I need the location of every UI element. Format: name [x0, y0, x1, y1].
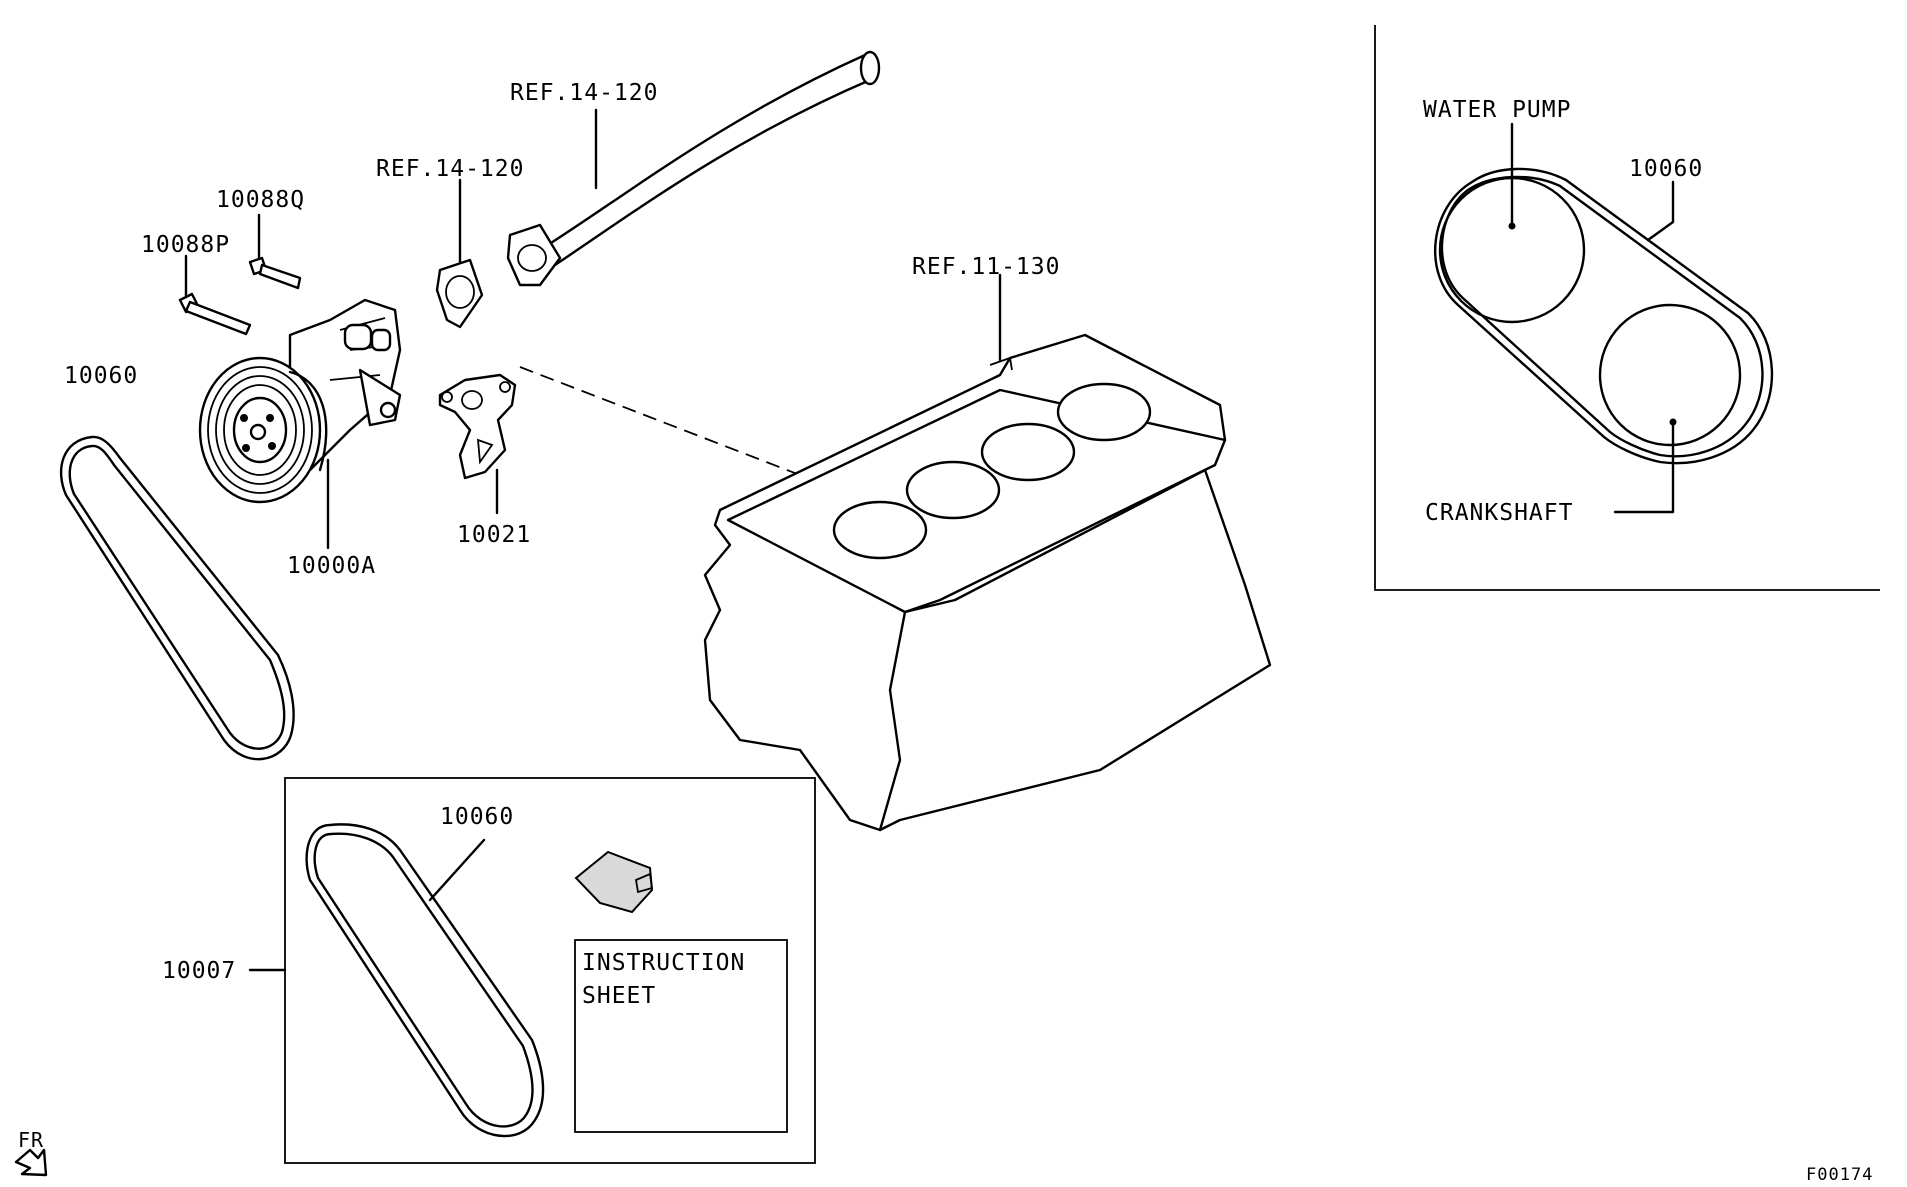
- instruction-sheet: [574, 939, 788, 1133]
- label-ref-14-120-top: REF.14-120: [510, 80, 658, 106]
- label-10088q: 10088Q: [216, 187, 305, 213]
- label-instruction-line2: SHEET: [582, 983, 656, 1009]
- drive-belt-kit: [305, 823, 545, 1138]
- leader-10060-inset: [1646, 180, 1675, 242]
- gasket-10021: [438, 373, 517, 480]
- label-10060-box: 10060: [440, 804, 514, 830]
- label-water-pump: WATER PUMP: [1423, 97, 1571, 123]
- drive-belt-left: [59, 435, 295, 761]
- assembly-line: [519, 366, 801, 476]
- belt-tool: [574, 850, 654, 914]
- label-instruction-line1: INSTRUCTION: [582, 950, 745, 976]
- label-fr: FR: [18, 1128, 44, 1152]
- label-10021: 10021: [457, 522, 531, 548]
- pulley-diagram: [1434, 167, 1774, 465]
- front-direction-arrow-icon: [14, 1148, 48, 1177]
- water-pump: [198, 298, 402, 504]
- inset-box: [1374, 25, 1880, 591]
- label-crankshaft: CRANKSHAFT: [1425, 500, 1573, 526]
- label-10060-left: 10060: [64, 363, 138, 389]
- label-10007: 10007: [162, 958, 236, 984]
- label-ref-14-120-mid: REF.14-120: [376, 156, 524, 182]
- leader-10060-box: [428, 838, 486, 902]
- label-10088p: 10088P: [141, 232, 230, 258]
- label-10060-inset: 10060: [1629, 156, 1703, 182]
- water-pipe: [506, 50, 881, 287]
- label-figure-code: F00174: [1806, 1165, 1873, 1185]
- label-10000a: 10000A: [287, 553, 376, 579]
- leader-crankshaft: [1613, 422, 1675, 514]
- bolt-10088p: [178, 292, 252, 336]
- bolt-10088q: [248, 256, 302, 290]
- label-ref-11-130: REF.11-130: [912, 254, 1060, 280]
- engine-block: [703, 333, 1272, 832]
- hose-gasket: [435, 258, 484, 329]
